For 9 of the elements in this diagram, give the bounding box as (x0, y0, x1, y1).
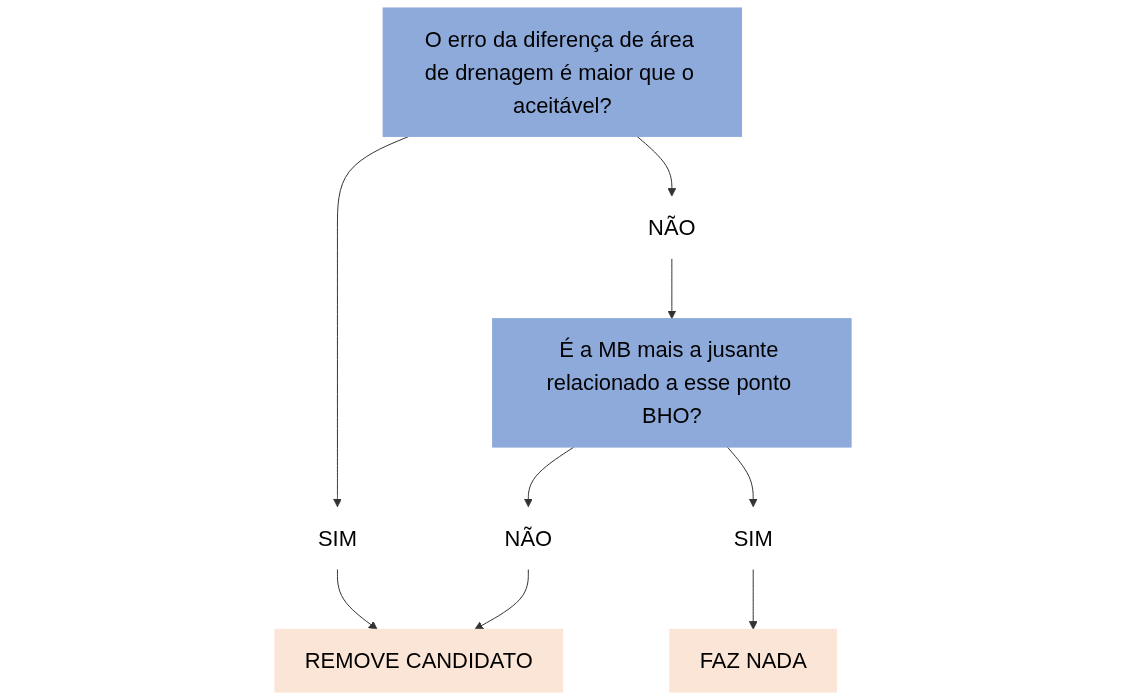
node-text: NÃO (504, 525, 553, 551)
node-text: NÃO (648, 215, 696, 240)
arrow (523, 446, 575, 508)
node-box: FAZ NADA (669, 628, 838, 693)
node-box: É a MB mais a jusante relacionado a esse ponto BHO? (492, 318, 852, 448)
node-text: SIM (317, 525, 357, 551)
node-box: REMOVE CANDIDATO (274, 628, 564, 693)
node-box: O erro da diferença de área de drenagem é maior que o aceitável? (382, 7, 743, 137)
node-text: SIM (733, 525, 773, 551)
